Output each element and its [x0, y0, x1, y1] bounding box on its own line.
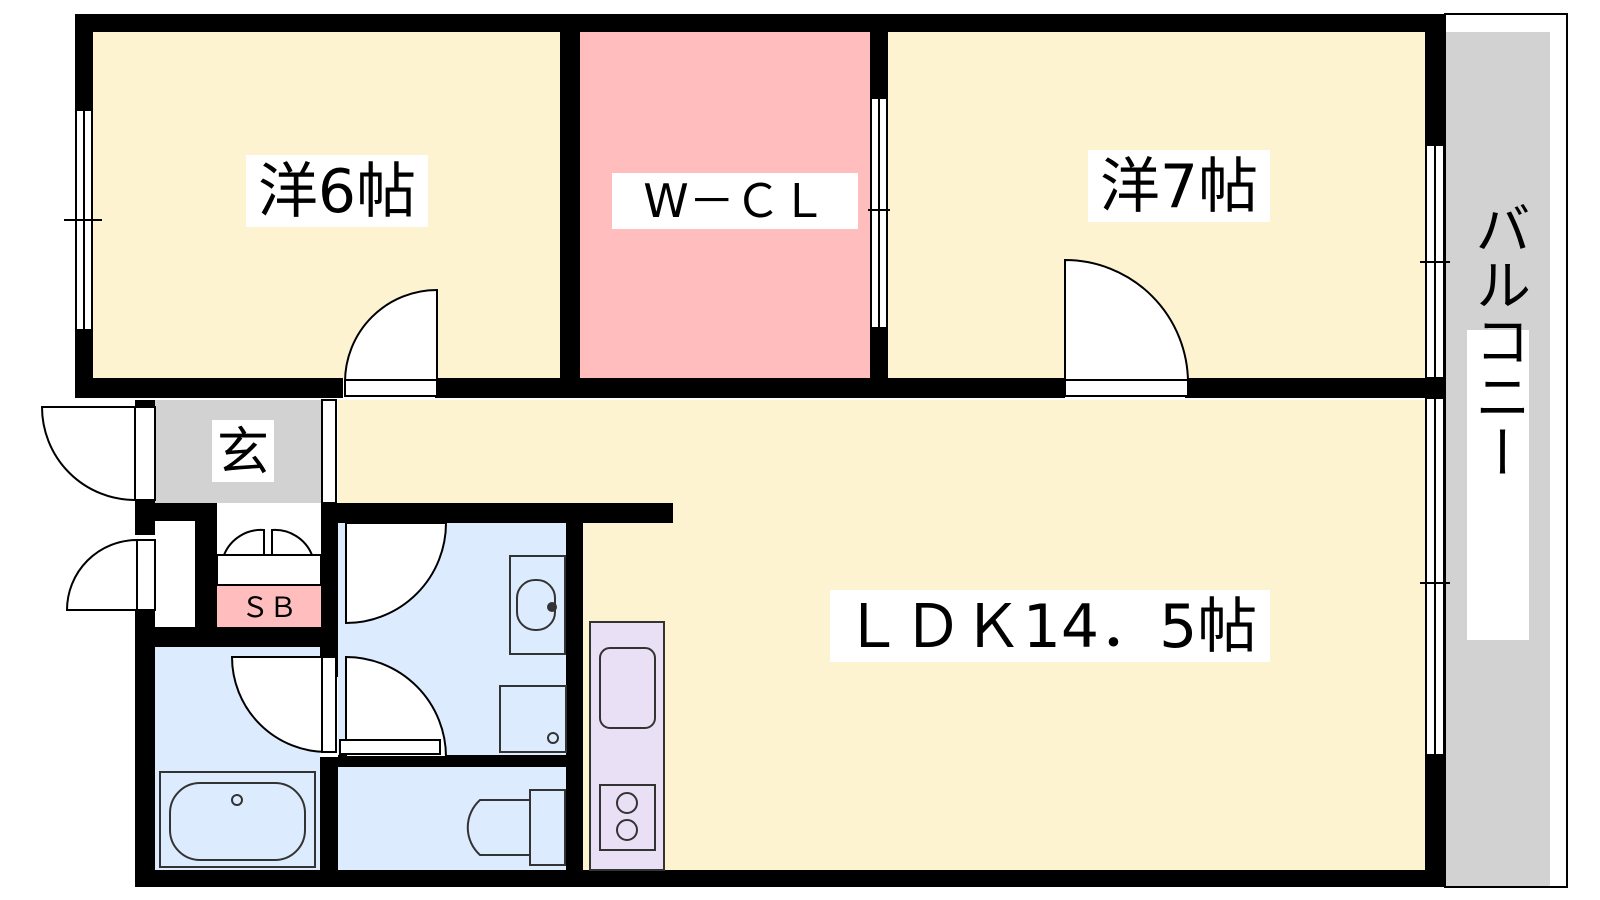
label-western-room-7: 洋7帖 [1100, 152, 1258, 222]
label-balcony: バルコニー [1466, 200, 1531, 480]
doors [40, 258, 1190, 758]
label-entrance: 玄 [217, 423, 269, 483]
shoe-box [217, 585, 321, 627]
kitchen-sink [599, 647, 656, 729]
washing-machine-space [499, 685, 567, 753]
toilet-floor [338, 767, 566, 870]
label-shoe-box: ＳＢ [241, 591, 297, 624]
label-walk-in-closet: W－ＣＬ [643, 174, 826, 228]
kitchen-counter [589, 621, 665, 871]
washbasin [509, 555, 566, 655]
windows [64, 13, 1568, 888]
toilet-bowl [466, 799, 531, 856]
label-ldk: ＬＤＫ14．5帖 [843, 592, 1258, 662]
bathtub [159, 771, 316, 868]
label-western-room-6: 洋6帖 [258, 157, 416, 227]
fixtures [159, 555, 665, 871]
stove [599, 784, 656, 851]
